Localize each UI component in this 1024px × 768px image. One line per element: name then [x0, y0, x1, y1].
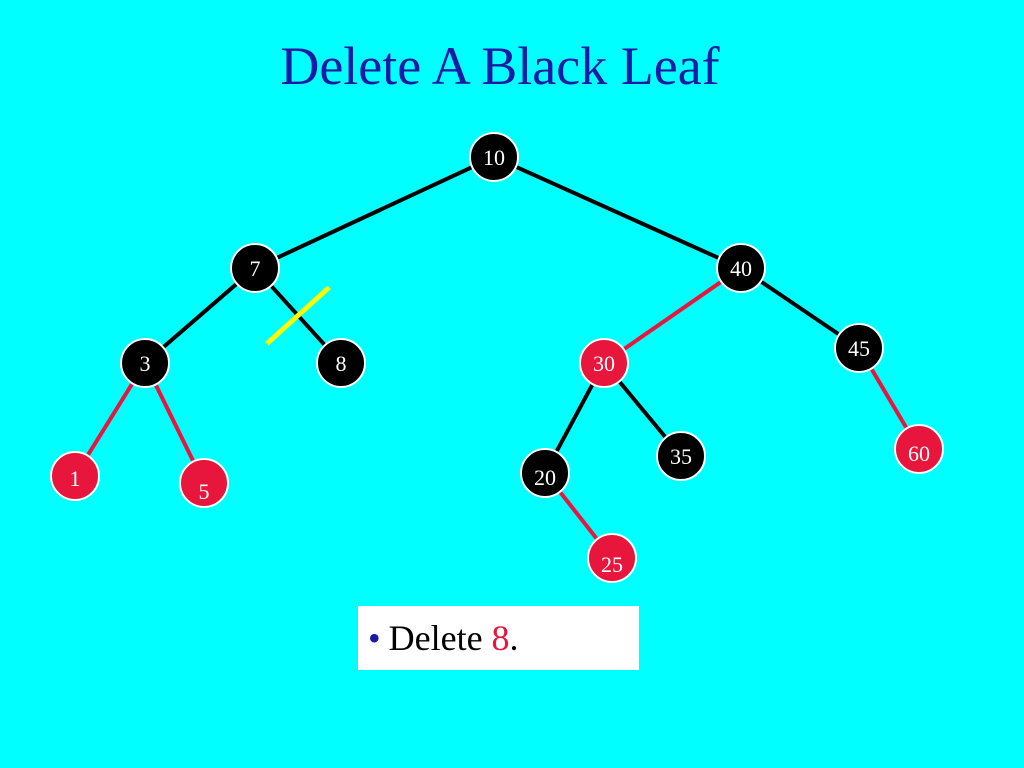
node-20: 20 — [520, 448, 570, 498]
tree-edges — [85, 164, 909, 541]
node-circle-1 — [50, 451, 100, 501]
strike-marks — [265, 285, 331, 346]
node-circle-35 — [656, 431, 706, 481]
node-circle-10 — [469, 132, 519, 182]
node-label-8: 8 — [336, 351, 347, 376]
node-circle-20 — [520, 448, 570, 498]
node-7: 7 — [230, 243, 280, 293]
edge-3-5 — [153, 383, 196, 463]
slide-title: Delete A Black Leaf — [280, 36, 720, 96]
edge-30-35 — [617, 380, 668, 439]
edge-20-25 — [558, 490, 599, 541]
edge-10-7 — [275, 165, 474, 260]
node-label-40: 40 — [730, 256, 752, 281]
node-label-5: 5 — [199, 479, 210, 504]
node-circle-60 — [894, 424, 944, 474]
node-3: 3 — [120, 338, 170, 388]
bullet-key: 8 — [491, 618, 510, 658]
bullet-text: Delete — [388, 618, 483, 658]
node-40: 40 — [716, 243, 766, 293]
strike-mark-7-8 — [265, 285, 331, 346]
node-circle-3 — [120, 338, 170, 388]
node-label-10: 10 — [483, 145, 505, 170]
node-60: 60 — [894, 424, 944, 474]
node-circle-45 — [834, 323, 884, 373]
node-label-25: 25 — [601, 552, 623, 577]
node-circle-7 — [230, 243, 280, 293]
node-45: 45 — [834, 323, 884, 373]
node-label-3: 3 — [140, 351, 151, 376]
edge-3-1 — [85, 382, 135, 457]
edge-7-3 — [161, 282, 239, 349]
edge-40-30 — [622, 280, 723, 351]
tree-nodes: 10 7 40 3 8 30 45 1 5 20 35 60 25 — [50, 132, 944, 583]
node-label-60: 60 — [908, 441, 930, 466]
node-circle-40 — [716, 243, 766, 293]
node-label-7: 7 — [250, 256, 261, 281]
node-label-30: 30 — [593, 351, 615, 376]
node-8: 8 — [316, 338, 366, 388]
edge-30-20 — [554, 383, 595, 453]
node-30: 30 — [579, 338, 629, 388]
node-label-20: 20 — [534, 465, 556, 490]
edge-40-45 — [759, 279, 841, 337]
node-label-1: 1 — [70, 466, 81, 491]
node-5: 5 — [179, 458, 229, 508]
node-circle-5 — [179, 458, 229, 508]
edge-10-40 — [515, 164, 720, 261]
node-label-35: 35 — [670, 444, 692, 469]
node-25: 25 — [587, 533, 637, 583]
node-label-45: 45 — [848, 336, 870, 361]
bullet-symbol: • — [368, 618, 381, 658]
bullet-text-box: •Delete 8. — [358, 606, 639, 670]
node-35: 35 — [656, 431, 706, 481]
node-circle-30 — [579, 338, 629, 388]
node-10: 10 — [469, 132, 519, 182]
edge-45-60 — [869, 367, 909, 430]
node-circle-25 — [587, 533, 637, 583]
node-circle-8 — [316, 338, 366, 388]
bullet-end: . — [509, 618, 519, 658]
node-1: 1 — [50, 451, 100, 501]
